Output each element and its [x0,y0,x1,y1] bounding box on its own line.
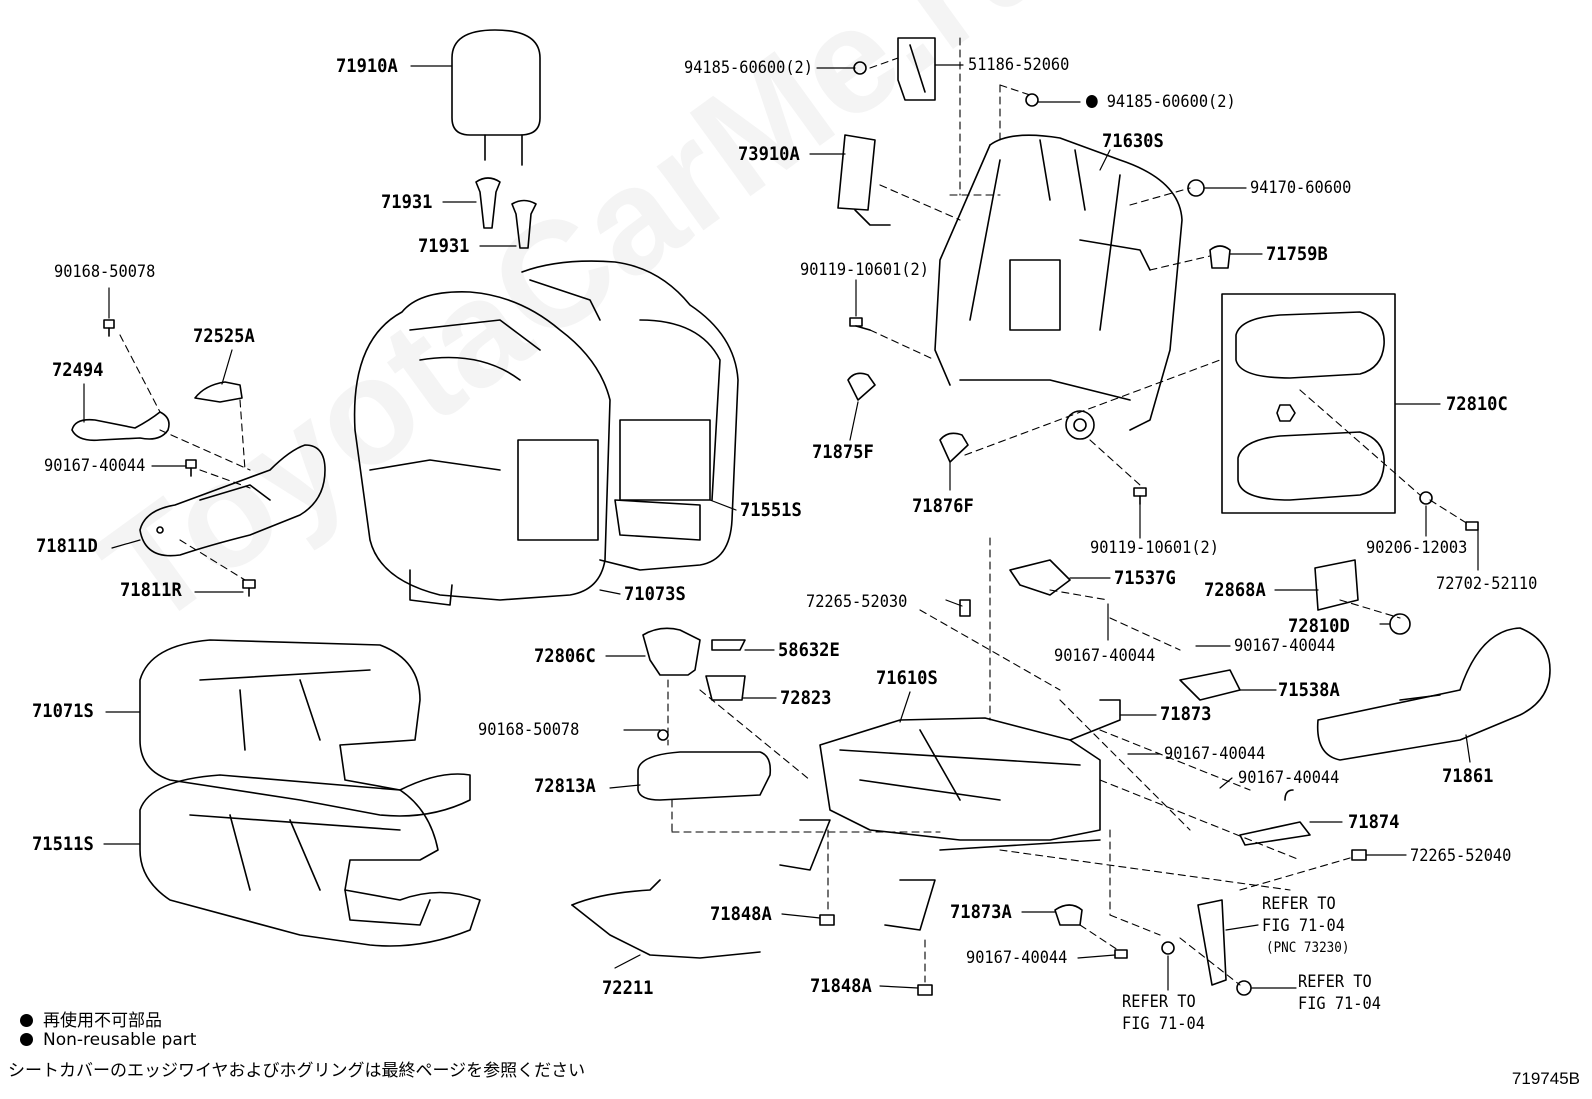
anchor-parts [819,599,1367,996]
part-label-58632E: 58632E [778,639,840,661]
side-shield-drawing [139,444,326,557]
refer-pnc-73230: (PNC 73230) [1266,940,1350,956]
refer-fig-71-04-bottom-line1: REFER TO [1122,992,1196,1012]
legend-en-text: Non-reusable part [43,1030,197,1050]
armrest-box [1221,293,1396,514]
refer-fig-71-04-line2: FIG 71-04 [1262,916,1345,936]
headrest-drawing [451,29,541,166]
refer-fig-71-04-bottom-line2: FIG 71-04 [1122,1014,1205,1034]
refer-fig-71-04-right-line1: REFER TO [1298,972,1372,992]
cup-holder-drawing [642,627,701,676]
seat-track-drawing [779,717,1101,931]
part-label-71848A-lower: 71848A [810,975,872,997]
non-reusable-dot-icon-en [20,1033,33,1046]
part-label-73910A: 73910A [738,143,800,165]
part-label-90168-50078-b: 90168-50078 [478,720,580,740]
part-label-71551S: 71551S [740,499,802,521]
part-label-71931-lower: 71931 [418,235,470,257]
part-label-72702-52110: 72702-52110 [1436,574,1538,594]
part-label-71910A: 71910A [336,55,398,77]
bracket-drawing [897,37,936,101]
part-label-94185-60600-a: 94185-60600(2) [684,58,813,78]
part-label-94185-60600-b-text: 94185-60600(2) [1106,92,1236,112]
edge-wire-drawing [571,879,761,959]
part-label-72813A: 72813A [534,775,596,797]
part-label-51186-52060: 51186-52060 [968,55,1070,75]
refer-fig-71-04-right-line2: FIG 71-04 [1298,994,1381,1014]
seat-pad-drawing [139,774,481,947]
small-tray-drawing [705,639,746,701]
fasteners-top [849,61,1231,505]
legend-note: シートカバーのエッジワイヤおよびホグリングは最終ページを参照ください [8,1061,586,1081]
part-label-71071S: 71071S [32,700,94,722]
knob-cover-drawing [194,381,243,403]
side-airbag-drawing [837,134,891,226]
part-label-94185-60600-b: 94185-60600(2) [1086,92,1236,112]
figure-number: 719745B [1511,1069,1580,1088]
legend-jp-text: 再使用不可部品 [43,1011,162,1031]
part-label-90167-40044-a: 90167-40044 [44,456,146,476]
part-label-90119-10601-a: 90119-10601(2) [800,260,929,280]
part-label-72810C: 72810C [1446,393,1508,415]
armrest-fasteners [1419,491,1479,531]
part-label-90206-12003: 90206-12003 [1366,538,1468,558]
part-label-90119-10601-b: 90119-10601(2) [1090,538,1219,558]
part-label-72806C: 72806C [534,645,596,667]
seatback-front-drawing [353,291,611,606]
part-label-71873: 71873 [1160,703,1212,725]
part-label-71873A: 71873A [950,901,1012,923]
part-label-72525A: 72525A [193,325,255,347]
part-label-90168-50078-a: 90168-50078 [54,262,156,282]
part-label-72810D: 72810D [1288,615,1350,637]
headrest-guides-drawing [475,177,537,249]
part-label-71811D: 71811D [36,535,98,557]
part-label-72265-52040: 72265-52040 [1410,846,1512,866]
seat-cushion-drawing [139,639,471,817]
part-label-71876F: 71876F [912,495,974,517]
part-label-71874: 71874 [1348,811,1400,833]
legend-jp: 再使用不可部品 [20,1006,162,1031]
right-side-parts [1009,559,1411,846]
leader-lines [83,64,1479,991]
part-label-71759B: 71759B [1266,243,1328,265]
part-label-72211: 72211 [602,977,654,999]
refer-fig-71-04-line1: REFER TO [1262,894,1336,914]
part-label-71861: 71861 [1442,765,1494,787]
fasteners-left [103,319,256,597]
dashed-lines [119,37,1469,986]
seatback-frame-drawing [934,134,1183,440]
storage-tray-drawing [637,729,772,801]
lever-drawing [71,411,170,442]
part-label-71875F: 71875F [812,441,874,463]
part-label-71848A-upper: 71848A [710,903,772,925]
part-label-90167-40044-f: 90167-40044 [966,948,1068,968]
legend-en: Non-reusable part [20,1030,196,1050]
part-label-72868A: 72868A [1204,579,1266,601]
part-label-71610S: 71610S [876,667,938,689]
part-label-72494: 72494 [52,359,104,381]
part-label-71811R: 71811R [120,579,182,601]
part-label-71511S: 71511S [32,833,94,855]
part-label-90167-40044-e: 90167-40044 [1238,768,1340,788]
part-label-71538A: 71538A [1278,679,1340,701]
seatback-rear-drawing [521,260,739,571]
non-reusable-marker-icon [1086,95,1098,108]
part-label-71537G: 71537G [1114,567,1176,589]
part-label-72823: 72823 [780,687,832,709]
clip-covers-drawing [847,372,969,463]
part-label-90167-40044-d: 90167-40044 [1164,744,1266,764]
part-label-94170-60600: 94170-60600 [1250,178,1352,198]
side-shield-right-drawing [1316,627,1551,761]
part-label-90167-40044-b: 90167-40044 [1054,646,1156,666]
non-reusable-dot-icon [20,1014,33,1027]
part-label-90167-40044-c: 90167-40044 [1234,636,1336,656]
part-label-71931-upper: 71931 [381,191,433,213]
part-label-71630S: 71630S [1102,130,1164,152]
part-label-71073S: 71073S [624,583,686,605]
part-label-72265-52030: 72265-52030 [806,592,908,612]
